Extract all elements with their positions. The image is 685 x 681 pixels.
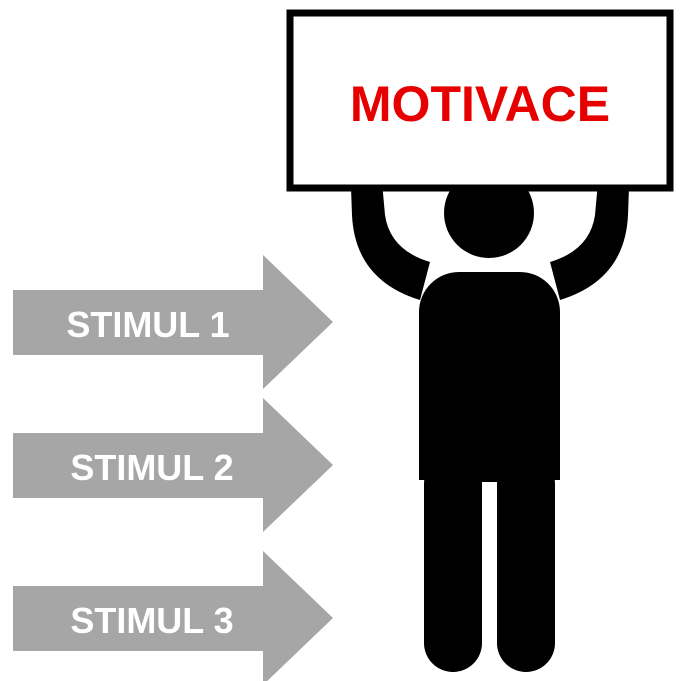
arrow-shape [13,398,333,532]
hips [424,455,555,475]
left-leg [424,455,482,672]
stimulus-arrow-2: STIMUL 2 [13,398,333,532]
stimulus-label: STIMUL 3 [70,600,233,641]
sign-text: MOTIVACE [350,76,610,132]
stimulus-arrow-1: STIMUL 1 [13,255,333,389]
arrow-shape [13,551,333,681]
arrow-shape [13,255,333,389]
sign: MOTIVACE [286,9,674,192]
sign-board [286,9,674,192]
stimulus-label: STIMUL 2 [70,447,233,488]
right-leg [497,455,555,672]
stimulus-arrow-3: STIMUL 3 [13,551,333,681]
person-figure-icon [350,160,630,672]
left-arm [350,160,430,300]
right-arm [550,160,630,300]
stimulus-label: STIMUL 1 [66,304,229,345]
